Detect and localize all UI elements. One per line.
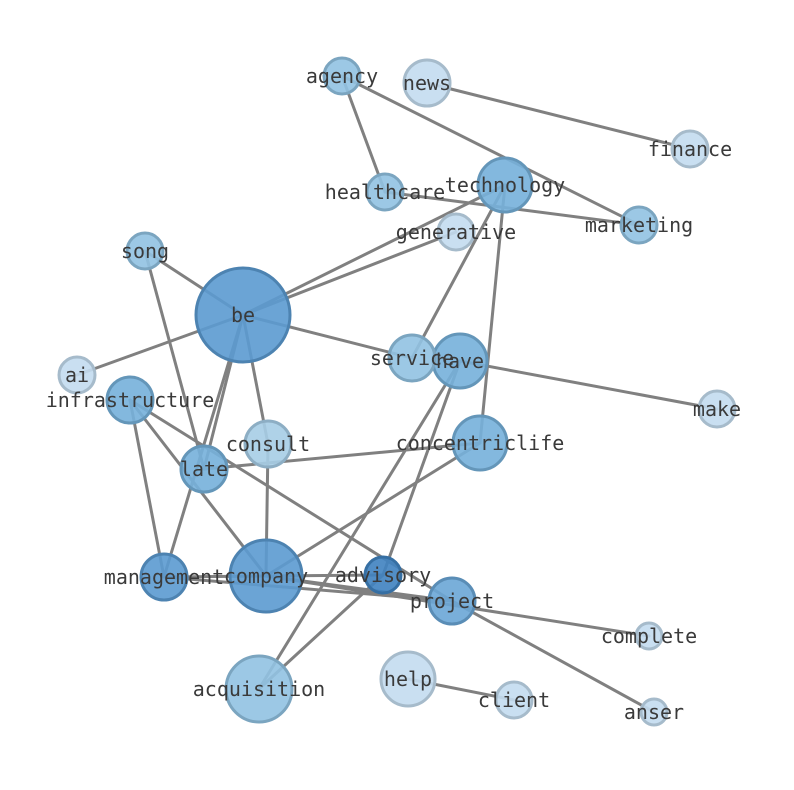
node-label-marketing: marketing <box>585 213 693 237</box>
node-label-be: be <box>231 303 255 327</box>
node-label-help: help <box>384 667 432 691</box>
node-technology <box>476 156 534 214</box>
node-ai <box>57 355 97 395</box>
node-label-infrastructure: infrastructure <box>46 388 215 412</box>
node-label-service: service <box>370 346 454 370</box>
node-acquisition <box>224 654 294 724</box>
node-news <box>402 58 452 108</box>
edge-have-acquisition <box>257 359 462 691</box>
edge-late-concentriclife <box>202 441 482 471</box>
edge-agency-healthcare <box>340 74 387 194</box>
node-complete <box>634 621 664 651</box>
edge-news-finance <box>425 81 692 151</box>
node-agency <box>322 56 362 96</box>
node-label-company: company <box>224 564 308 588</box>
node-label-acquisition: acquisition <box>193 677 325 701</box>
node-label-generative: generative <box>396 220 516 244</box>
node-label-healthcare: healthcare <box>325 180 445 204</box>
node-label-ai: ai <box>65 363 89 387</box>
node-label-finance: finance <box>648 137 732 161</box>
node-label-agency: agency <box>306 64 378 88</box>
node-client <box>494 680 534 720</box>
node-label-technology: technology <box>445 173 565 197</box>
node-generative <box>436 212 476 252</box>
edge-technology-concentriclife <box>478 183 507 445</box>
edge-technology-service <box>410 183 507 360</box>
edge-infrastructure-management <box>128 398 166 579</box>
node-company <box>228 538 304 614</box>
edge-agency-marketing <box>340 74 641 227</box>
node-label-make: make <box>693 397 741 421</box>
node-consult <box>243 419 293 469</box>
node-advisory <box>363 555 403 595</box>
node-project <box>427 576 477 626</box>
node-label-have: have <box>436 349 484 373</box>
edge-song-late <box>143 249 206 471</box>
label-layer: be company acquisition help have technology co… <box>46 64 741 724</box>
node-make <box>697 389 737 429</box>
node-label-song: song <box>121 239 169 263</box>
node-label-late: late <box>180 457 228 481</box>
edge-technology-be <box>241 183 507 317</box>
edge-have-make <box>458 359 719 411</box>
node-finance <box>670 129 710 169</box>
node-layer: be company acquisition help have technology co… <box>46 56 741 727</box>
node-help <box>379 650 437 708</box>
node-label-anser: anser <box>624 700 684 724</box>
node-service <box>387 333 437 383</box>
node-label-management: management <box>104 565 224 589</box>
node-label-project: project <box>410 589 494 613</box>
edge-project-anser <box>450 599 656 714</box>
node-label-client: client <box>478 688 550 712</box>
node-label-consult: consult <box>226 432 310 456</box>
node-healthcare <box>365 172 405 212</box>
node-label-concentriclife: concentriclife <box>396 431 565 455</box>
node-label-advisory: advisory <box>335 563 431 587</box>
node-song <box>125 231 165 271</box>
node-label-complete: complete <box>601 624 697 648</box>
node-concentriclife <box>451 414 509 472</box>
node-management <box>139 552 189 602</box>
node-marketing <box>619 205 659 245</box>
node-label-news: news <box>403 71 451 95</box>
edge-have-advisory <box>381 359 462 577</box>
node-anser <box>639 697 669 727</box>
edge-concentriclife-company <box>264 441 482 578</box>
node-infrastructure <box>105 375 155 425</box>
node-be <box>194 266 292 364</box>
node-late <box>179 444 229 494</box>
